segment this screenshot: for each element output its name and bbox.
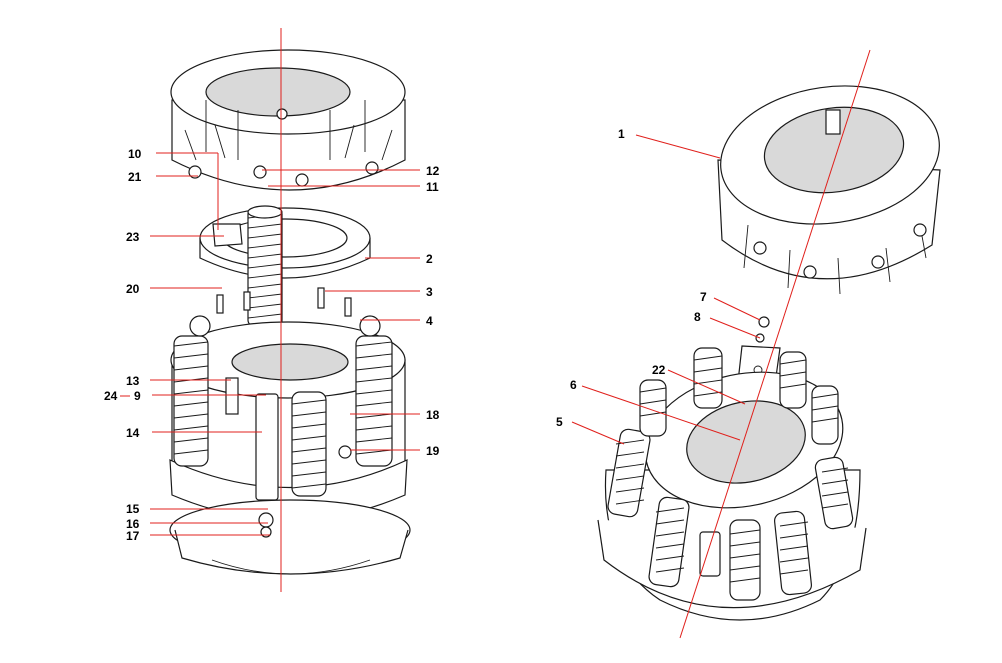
callout-3: 3: [426, 285, 433, 299]
leader-lines: [150, 28, 871, 639]
callout-2: 2: [426, 252, 433, 266]
callout-17: 17: [126, 529, 140, 543]
callout-8: 8: [694, 310, 701, 324]
callout-9: 9: [134, 389, 141, 403]
callout-19: 19: [426, 444, 440, 458]
left-top-cover: [170, 49, 406, 191]
callout-24: 24: [104, 389, 118, 403]
callout-6: 6: [570, 378, 577, 392]
callout-15: 15: [126, 502, 140, 516]
callout-7: 7: [700, 290, 707, 304]
callout-12: 12: [426, 164, 440, 178]
right-top-cover: [717, 85, 941, 295]
callout-5: 5: [556, 415, 563, 429]
left-central-spring: [247, 205, 283, 327]
callout-14: 14: [126, 426, 140, 440]
callout-23: 23: [126, 230, 140, 244]
callout-22: 22: [652, 363, 666, 377]
callout-20: 20: [126, 282, 140, 296]
callout-16: 16: [126, 517, 140, 531]
left-exploded-view: [169, 49, 411, 575]
callout-10: 10: [128, 147, 142, 161]
right-exploded-view: [597, 85, 941, 621]
callout-4: 4: [426, 314, 433, 328]
callout-1: 1: [618, 127, 625, 141]
callout-labels: 10 21 12 11 23 2 20 3 4 13 24 9 18 14 19…: [104, 127, 707, 543]
callout-11: 11: [426, 180, 439, 194]
right-spring-columns: [607, 347, 854, 601]
left-flange-ring: [199, 207, 371, 279]
left-spring-columns: [173, 315, 393, 538]
callout-13: 13: [126, 374, 140, 388]
callout-18: 18: [426, 408, 440, 422]
callout-21: 21: [128, 170, 142, 184]
